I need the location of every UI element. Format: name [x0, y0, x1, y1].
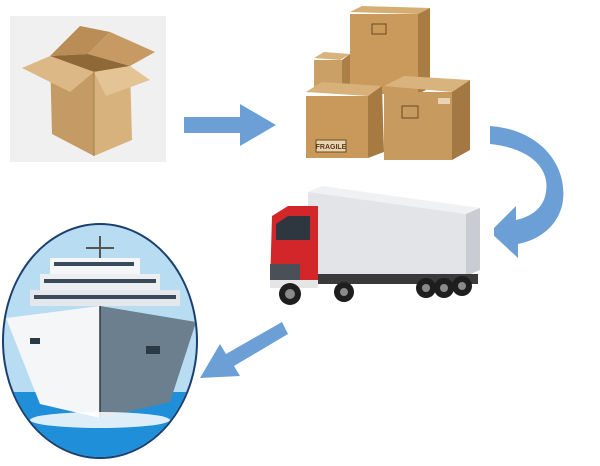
down-left-arrow-icon — [200, 322, 288, 378]
arrow-shape — [184, 104, 276, 146]
open-box-panel — [10, 16, 166, 162]
arrow-shape — [490, 126, 564, 258]
truck-panel — [248, 170, 494, 326]
stacked-boxes-panel: FRAGILE — [292, 0, 488, 166]
arrow-shape — [200, 322, 288, 378]
ship-illustration — [2, 223, 198, 459]
open-box-illustration — [22, 26, 155, 156]
fragile-label: FRAGILE — [316, 144, 347, 151]
curved-arrow-icon — [490, 126, 564, 258]
ship-panel — [0, 222, 200, 460]
truck-illustration — [270, 186, 480, 305]
right-arrow-icon — [184, 104, 276, 146]
stacked-boxes-illustration: FRAGILE — [306, 6, 470, 160]
